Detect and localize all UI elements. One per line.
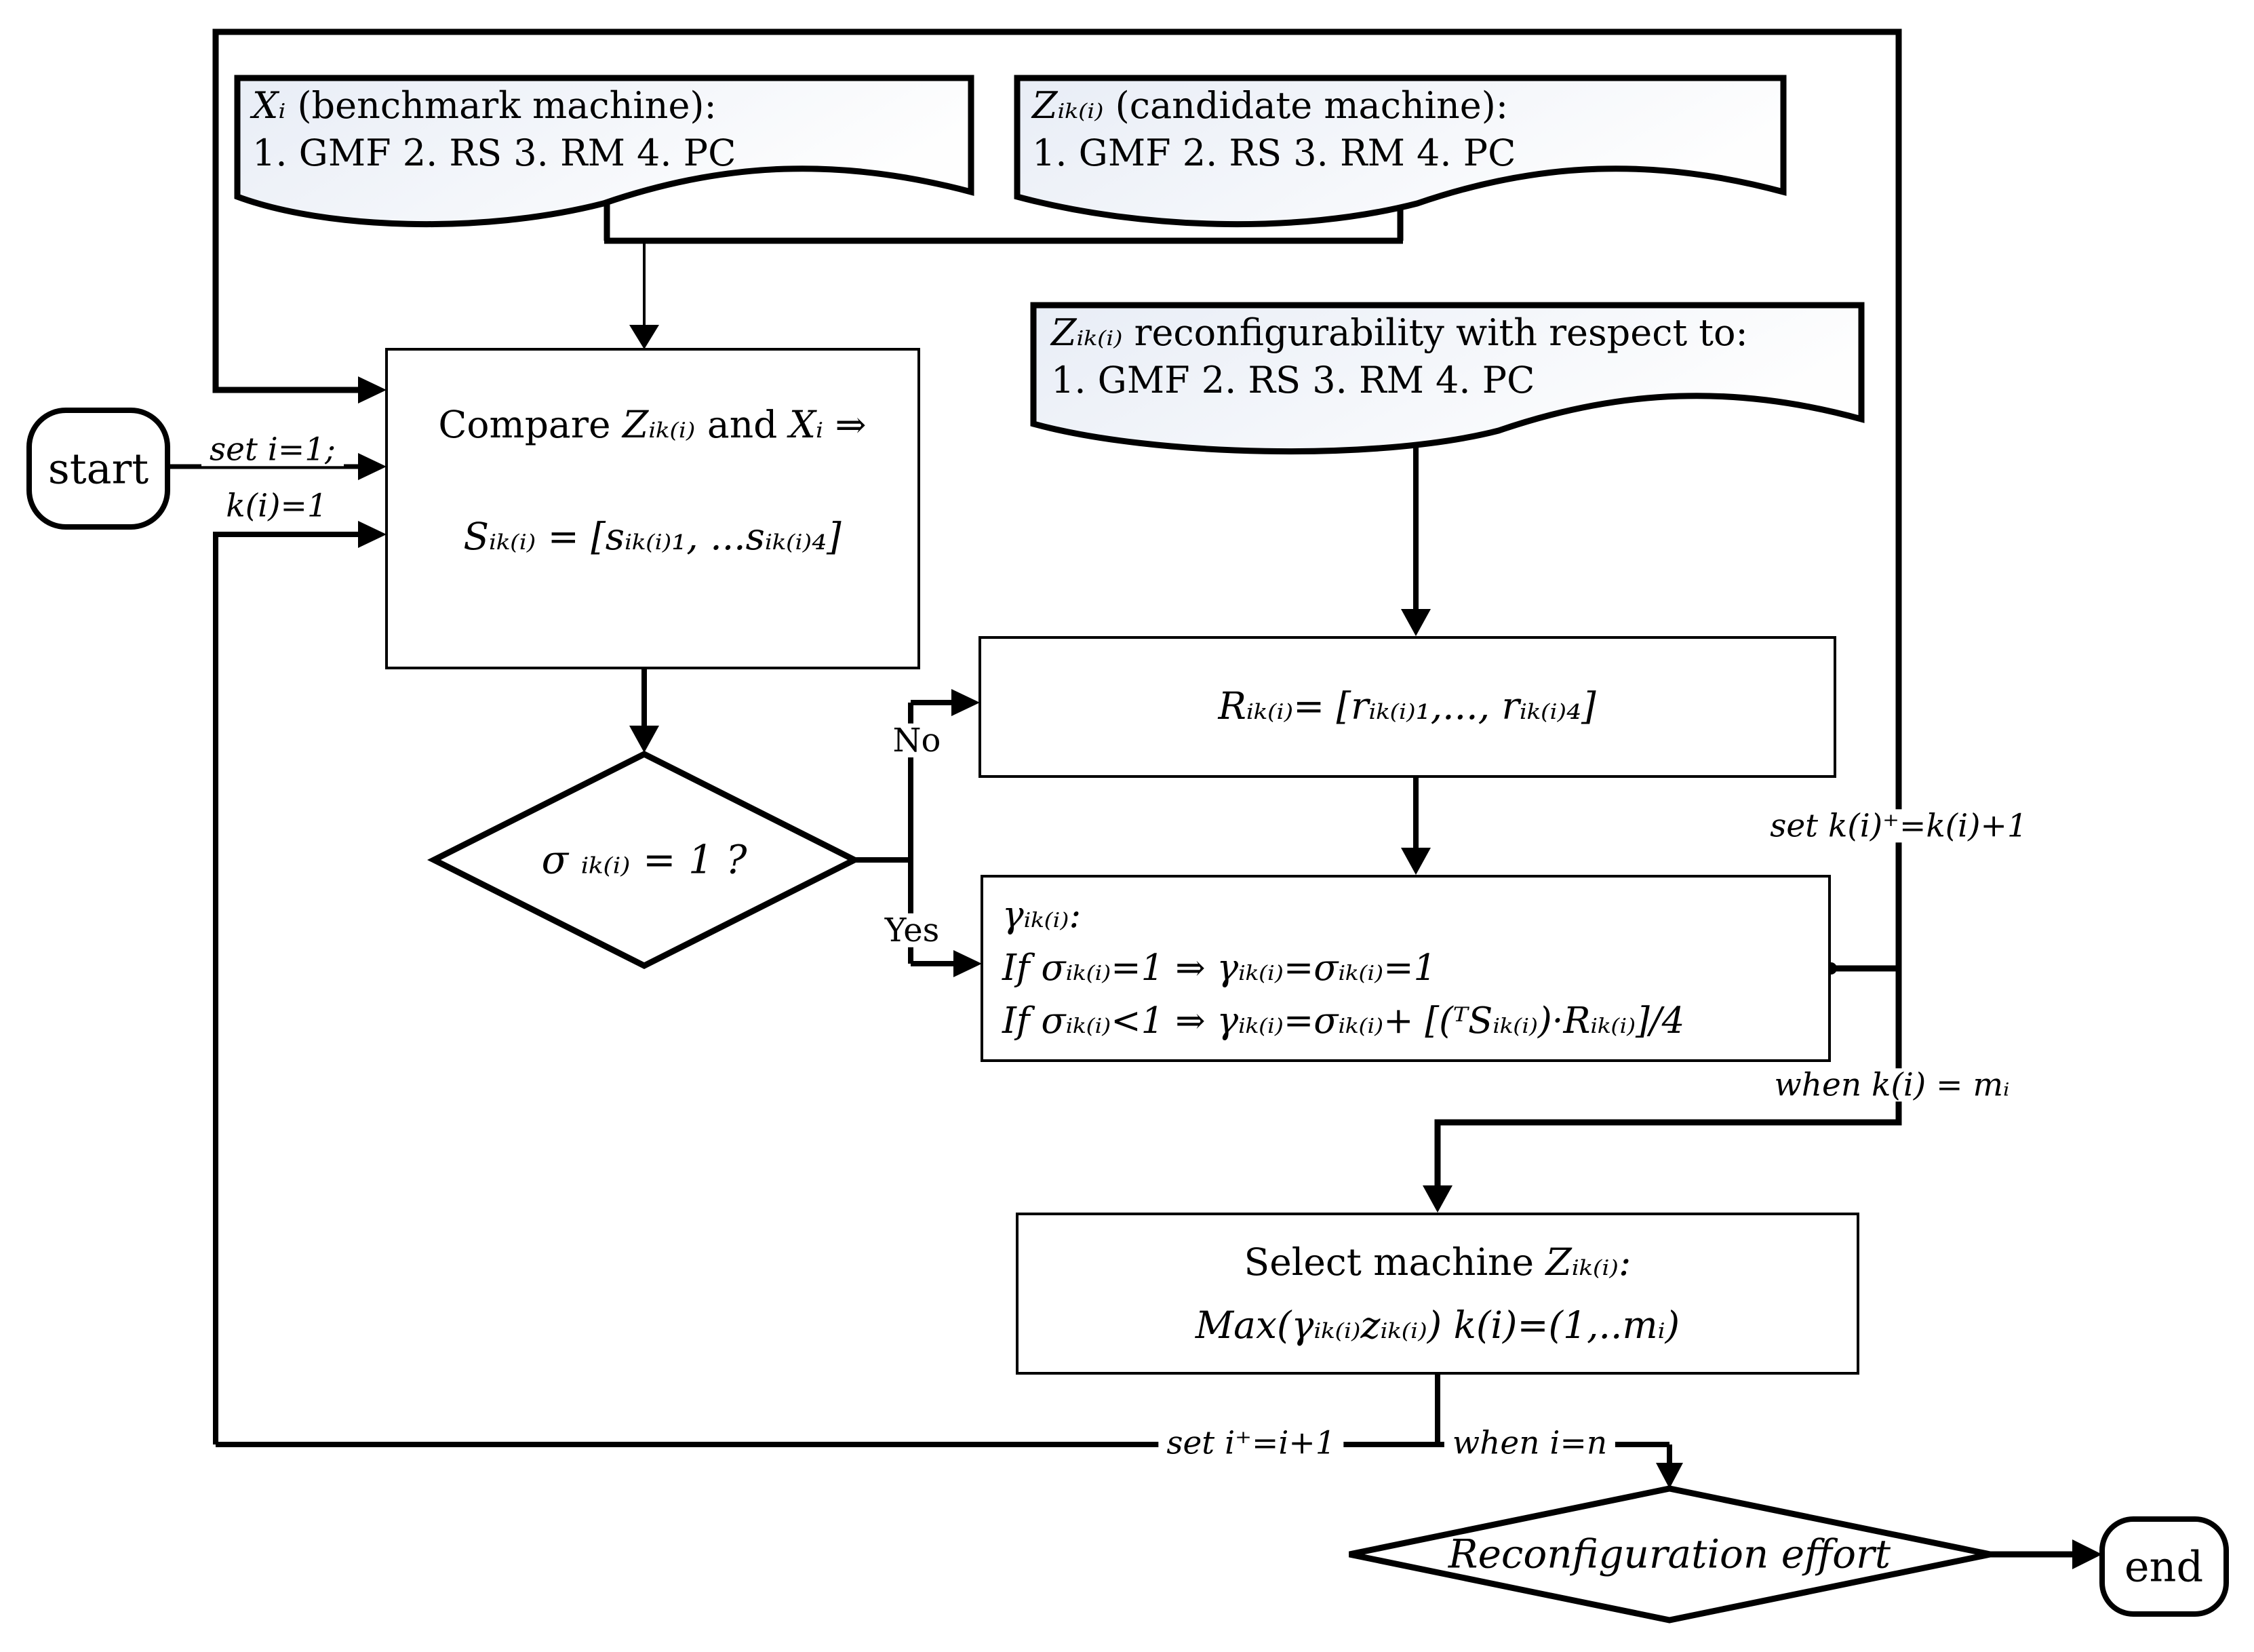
benchmark-document-items: 1. GMF 2. RS 3. RM 4. PC — [252, 132, 736, 174]
arrowhead-into-compare-top-left — [358, 376, 387, 404]
arrowhead-into-compare-bottom-left — [358, 521, 387, 548]
arrowhead-into-select-box — [1423, 1185, 1452, 1213]
compare-l1-c: and — [695, 403, 789, 447]
select-l1-b: Zᵢₖ₍ᵢ₎: — [1545, 1240, 1632, 1284]
select-box-line1: Select machine Zᵢₖ₍ᵢ₎: — [1244, 1240, 1632, 1284]
branch-label-yes: Yes — [879, 913, 945, 947]
arrowhead-into-gamma-box — [953, 950, 982, 977]
edge-label-init-line2: k(i)=1 — [218, 489, 336, 523]
when-k-to-select-edge — [1434, 968, 1902, 1185]
candidate-document-items: 1. GMF 2. RS 3. RM 4. PC — [1032, 132, 1516, 174]
compare-l1-d: Xᵢ — [789, 403, 824, 447]
reconfigurability-math: Zᵢₖ₍ᵢ₎ — [1051, 311, 1123, 354]
arrowhead-into-effort-diamond — [1656, 1463, 1683, 1489]
reconfigurability-document-items: 1. GMF 2. RS 3. RM 4. PC — [1051, 359, 1535, 401]
gamma-box-line1: γᵢₖ₍ᵢ₎: — [1002, 894, 1082, 936]
arrowhead-into-r-box-top — [1401, 609, 1431, 636]
benchmark-document-title: Xᵢ (benchmark machine): — [252, 84, 717, 127]
arrowhead-into-end — [2072, 1539, 2102, 1569]
start-terminal-shape — [26, 408, 170, 530]
sigma-diamond-shape — [427, 750, 862, 970]
reconfigurability-document-title: Zᵢₖ₍ᵢ₎ reconfigurability with respect to… — [1051, 311, 1748, 354]
sigma-decision-text: σ ᵢₖ₍ᵢ₎ = 1 ? — [541, 836, 747, 883]
edge-label-when-k: when k(i) = mᵢ — [1766, 1068, 2018, 1102]
candidate-title-rest: (candidate machine): — [1103, 84, 1509, 127]
sigma-branch-edges — [854, 700, 953, 966]
reconfigurability-document-shape — [1030, 302, 1865, 455]
branch-label-no: No — [887, 723, 947, 758]
compare-box-line1: Compare Zᵢₖ₍ᵢ₎ and Xᵢ ⇒ — [438, 403, 867, 447]
loop-increment-k-edge — [212, 28, 1902, 972]
gamma-box-shape — [981, 875, 1831, 1062]
compare-l1-e: ⇒ — [823, 403, 867, 447]
compare-box-shape — [385, 348, 920, 669]
select-l1-a: Select machine — [1244, 1240, 1546, 1284]
edge-label-when-i: when i=n — [1444, 1426, 1616, 1460]
benchmark-document-shape — [234, 75, 974, 228]
loop-increment-i-edge — [213, 532, 1672, 1463]
arrowhead-into-compare-mid-left — [358, 453, 387, 480]
select-box-shape — [1016, 1213, 1859, 1375]
candidate-document-shape — [1014, 75, 1787, 228]
compare-box-line2: Sᵢₖ₍ᵢ₎ = [sᵢₖ₍ᵢ₎₁, ...sᵢₖ₍ᵢ₎₄] — [463, 515, 842, 559]
edge-label-init-line1: set i=1; — [201, 433, 344, 467]
end-terminal-label: end — [2124, 1541, 2204, 1592]
select-box-line2: Max(γᵢₖ₍ᵢ₎zᵢₖ₍ᵢ₎) k(i)=(1,..mᵢ) — [1195, 1303, 1680, 1348]
candidate-document-title: Zᵢₖ₍ᵢ₎ (candidate machine): — [1032, 84, 1509, 127]
benchmark-title-rest: (benchmark machine): — [285, 84, 717, 127]
gamma-box-line3: If σᵢₖ₍ᵢ₎<1 ⇒ γᵢₖ₍ᵢ₎=σᵢₖ₍ᵢ₎+ [(ᵀSᵢₖ₍ᵢ₎)·… — [1002, 1000, 1685, 1042]
end-terminal-shape — [2099, 1516, 2229, 1617]
edge-label-increment-i: set i⁺=i+1 — [1158, 1426, 1344, 1460]
effort-diamond-shape — [1349, 1485, 1991, 1624]
r-box-text: Rᵢₖ₍ᵢ₎= [rᵢₖ₍ᵢ₎₁,..., rᵢₖ₍ᵢ₎₄] — [1218, 684, 1596, 728]
benchmark-math: Xᵢ — [252, 84, 286, 127]
edge-label-increment-k: set k(i)⁺=k(i)+1 — [1762, 809, 2036, 843]
r-box-shape — [978, 636, 1836, 778]
arrowhead-into-gamma-box-top — [1401, 848, 1431, 875]
arrowhead-into-compare-top — [629, 325, 659, 349]
effort-decision-text: Reconfiguration effort — [1448, 1531, 1891, 1577]
gamma-box-line2: If σᵢₖ₍ᵢ₎=1 ⇒ γᵢₖ₍ᵢ₎=σᵢₖ₍ᵢ₎=1 — [1002, 947, 1437, 989]
candidate-math: Zᵢₖ₍ᵢ₎ — [1032, 84, 1104, 127]
arrowhead-into-sigma-diamond — [629, 726, 659, 753]
arrowhead-into-r-box — [951, 689, 980, 716]
reconfigurability-title-rest: reconfigurability with respect to: — [1122, 311, 1748, 354]
compare-l1-b: Zᵢₖ₍ᵢ₎ — [622, 403, 696, 447]
start-terminal-label: start — [47, 444, 149, 494]
compare-l1-a: Compare — [438, 403, 623, 447]
